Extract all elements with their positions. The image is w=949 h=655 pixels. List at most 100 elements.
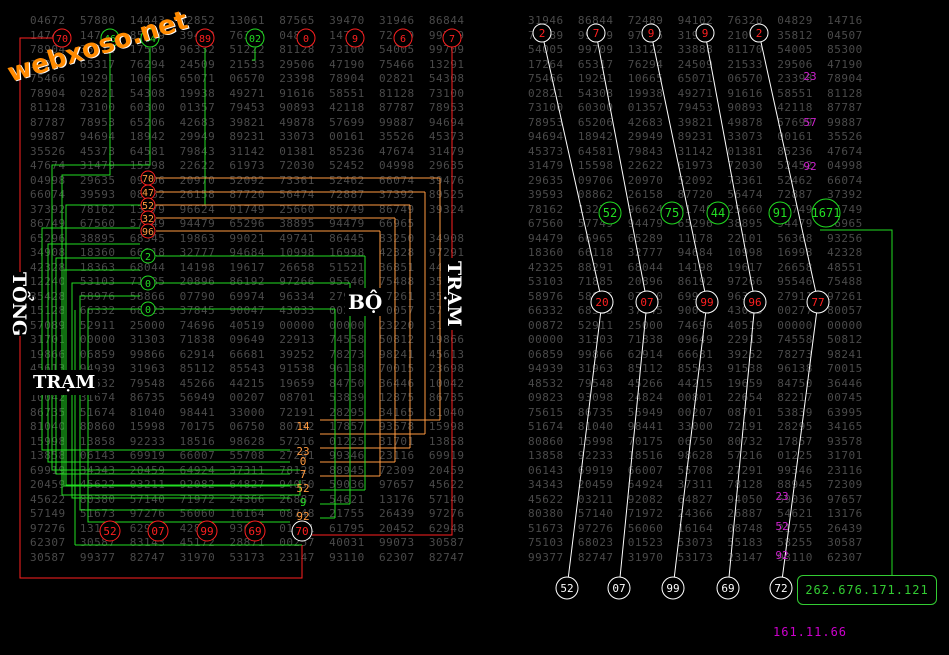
stack-circle: 2 <box>140 248 156 264</box>
right-bottom-circle: 72 <box>769 576 793 600</box>
right-green-circle: 91 <box>768 201 792 225</box>
circle-value: 52 <box>560 582 573 595</box>
outer-red-frame <box>19 37 303 579</box>
right-top-circle: 7 <box>586 23 606 43</box>
bottom-circle: 69 <box>244 520 266 542</box>
circle-value: 96 <box>748 296 761 309</box>
grid-row: 19866 06859 99866 62914 66681 39252 7827… <box>30 347 465 361</box>
grid-row: 48532 79548 45266 44215 19659 84750 3644… <box>528 376 863 390</box>
circle-value: 9 <box>352 34 358 45</box>
bo-number: 14 <box>296 420 310 433</box>
grid-row: 39593 08862 26158 87720 56474 72887 3739… <box>528 188 863 201</box>
bo-number: 23 <box>296 445 309 458</box>
circle-value: 46 <box>104 34 116 45</box>
circle-value: 07 <box>151 525 164 538</box>
circle-value: 07 <box>640 296 653 309</box>
grid-row: 42325 88291 68044 14198 19617 26658 4855… <box>528 260 863 274</box>
right-top-circle: 9 <box>641 23 661 43</box>
right-bottom-circle: 52 <box>555 576 579 600</box>
trend-line <box>541 32 603 303</box>
grid-row: 31946 86844 72489 94102 76320 04829 1471… <box>528 14 863 27</box>
result-secondary: 161.11.66 <box>773 625 848 639</box>
right-red-frame <box>312 38 453 536</box>
stack-circle: 52 <box>140 197 156 213</box>
circle-value: 89 <box>199 34 211 45</box>
circle-value: 52 <box>142 201 154 212</box>
green-path <box>65 48 300 486</box>
grid-row: 54005 99709 13122 33888 81170 54005 8530… <box>528 43 863 56</box>
trend-line <box>650 32 708 303</box>
right-top-circle: 9 <box>695 23 715 43</box>
grid-row: 31701 00000 31303 71838 09649 22913 7455… <box>30 333 465 346</box>
grid-row: 81128 73100 60300 01357 79453 90893 4211… <box>30 101 465 114</box>
grid-row: 51673 97276 56060 16164 08748 21755 2643… <box>528 521 863 535</box>
left-nested-frame <box>55 257 290 475</box>
green-path <box>61 48 301 496</box>
circle-value: 70 <box>56 34 68 45</box>
stack-circle: 70 <box>140 170 156 186</box>
grid-row: 78953 65206 42683 39821 49878 57699 9988… <box>528 115 863 129</box>
right-mid-circle: 07 <box>635 290 659 314</box>
right-top-circle: 2 <box>749 23 769 43</box>
trend-line <box>595 32 648 303</box>
left-nested-frame <box>41 227 290 451</box>
grid-row: 87787 78953 65206 42683 39821 49878 5769… <box>30 115 465 129</box>
right-green-circle: 75 <box>660 201 684 225</box>
circle-value: 6 <box>400 34 406 45</box>
left-nested-frame <box>47 243 290 463</box>
circle-value: 7 <box>593 27 600 40</box>
circle-value: 72 <box>774 582 787 595</box>
background-number-grid-left: 04672 57880 14443 52852 13061 87565 3947… <box>30 14 464 565</box>
stack-circle: 32 <box>140 210 156 226</box>
grid-row: 80380 57140 71972 24366 26887 54621 1317… <box>528 507 863 520</box>
grid-row: 94479 66965 65289 11178 22101 56368 9325… <box>528 231 863 245</box>
magenta-number: 52 <box>775 520 788 533</box>
grid-row: 67560 57749 94479 65296 38895 94479 6696… <box>528 217 863 230</box>
top-circle: 46 <box>100 28 120 48</box>
circle-value: 70 <box>295 525 308 538</box>
right-bottom-circle: 69 <box>716 576 740 600</box>
grid-row: 94694 18942 29949 89231 33073 00161 3552… <box>528 130 863 143</box>
background-number-grid-right: 31946 86844 72489 94102 76320 04829 1471… <box>528 14 863 565</box>
circle-value: 2 <box>539 27 546 40</box>
bottom-circle: 70 <box>291 520 313 542</box>
grid-row: 18360 66118 32777 94684 10998 16998 4232… <box>528 246 863 259</box>
grid-row: 31479 15598 22622 61973 72030 52452 0499… <box>528 159 863 172</box>
magenta-number: 23 <box>775 490 788 503</box>
trend-line <box>566 301 603 589</box>
circle-value: 77 <box>811 296 824 309</box>
circle-value: 2 <box>145 252 151 263</box>
top-circle: 70 <box>52 28 72 48</box>
top-circle: 6 <box>393 28 413 48</box>
grid-row: 34343 20459 64924 37311 78128 88945 7230… <box>528 478 863 491</box>
magenta-number: 23 <box>803 70 816 83</box>
grid-row: 13858 92233 18516 98628 57216 01225 3170… <box>528 449 863 462</box>
right-mid-circle: 77 <box>806 290 830 314</box>
circle-value: 69 <box>248 525 261 538</box>
grid-row: 65296 38895 68345 19863 99021 49741 8644… <box>30 231 465 245</box>
bo-number: 7 <box>300 468 307 481</box>
grid-row: 17264 65317 76294 24509 21533 29506 4719… <box>528 57 863 71</box>
grid-row: 45622 03211 92082 64827 94050 59036 9765… <box>528 492 863 506</box>
green-path <box>252 48 256 61</box>
right-top-circle: 2 <box>532 23 552 43</box>
magenta-number: 92 <box>803 160 816 173</box>
right-green-circle: 52 <box>598 201 622 225</box>
bottom-circle: 07 <box>147 520 169 542</box>
result-sequence-box: 262.676.171.121 <box>797 575 937 605</box>
label-tram-left: TRẠM <box>30 370 99 395</box>
top-circle: 44 <box>140 28 160 48</box>
circle-value: 44 <box>711 206 725 220</box>
right-green-circle: 44 <box>706 201 730 225</box>
left-nested-frame <box>79 295 290 511</box>
circle-value: 52 <box>603 206 617 220</box>
stack-circle: 0 <box>140 301 156 317</box>
circle-value: 99 <box>666 582 679 595</box>
circle-value: 52 <box>103 525 116 538</box>
trend-line <box>727 301 756 589</box>
right-mid-circle: 20 <box>590 290 614 314</box>
stack-circle: 0 <box>140 275 156 291</box>
grid-row: 06143 69919 66007 55708 27291 99346 2311… <box>528 463 863 477</box>
circle-value: 1671 <box>812 206 841 220</box>
grid-row: 17264 65317 76294 24509 21533 29506 4719… <box>30 57 465 71</box>
